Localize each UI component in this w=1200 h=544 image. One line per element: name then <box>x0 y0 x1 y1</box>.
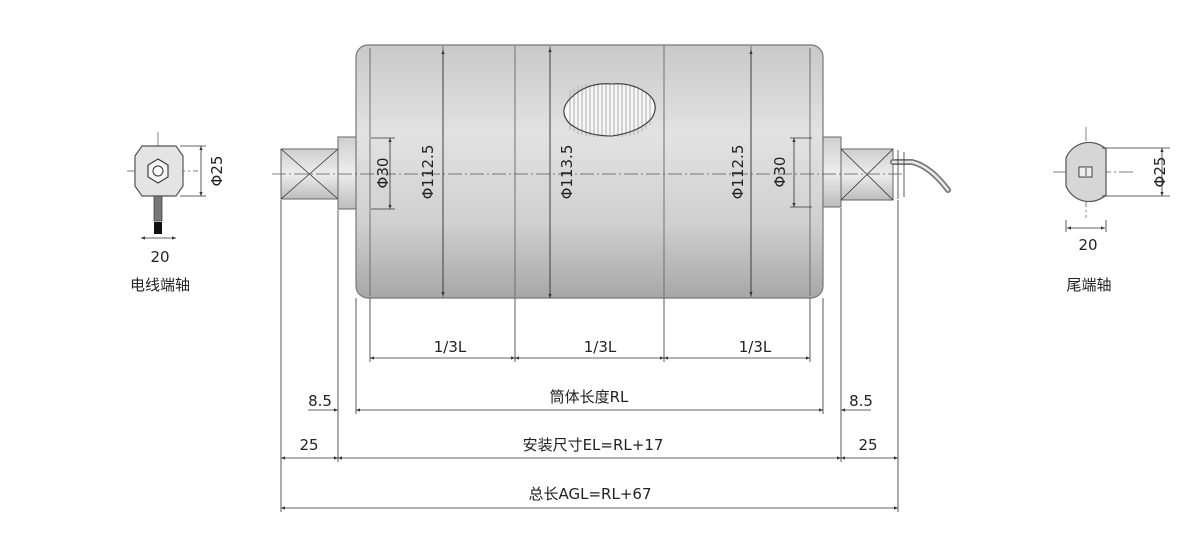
left-view-width-label: 20 <box>150 248 169 266</box>
left-hub <box>337 136 357 210</box>
roller-main-view: Φ30 Φ112.5 Φ113.5 Φ112.5 Φ30 <box>272 44 951 299</box>
right-end-view: Φ25 20 尾端轴 <box>1053 127 1170 294</box>
dim-third-2: 1/3L <box>584 338 617 356</box>
left-tube-dia-label: Φ112.5 <box>419 145 437 200</box>
left-shaft-dia-label: Φ30 <box>374 158 392 189</box>
right-hub <box>822 136 842 208</box>
center-tube-dia-label: Φ113.5 <box>558 145 576 200</box>
dim-offset-right: 8.5 <box>849 392 873 410</box>
length-dimensions: 1/3L 1/3L 1/3L 筒体长度RL 8.5 8.5 安装尺寸EL=RL+… <box>280 200 899 512</box>
right-tube-dia-label: Φ112.5 <box>729 145 747 200</box>
left-end-view: Φ25 20 电线端轴 <box>127 132 226 294</box>
left-view-caption: 电线端轴 <box>130 276 190 294</box>
dim-offset-left: 8.5 <box>308 392 332 410</box>
right-view-caption: 尾端轴 <box>1066 276 1111 294</box>
right-view-dia-label: Φ25 <box>1151 157 1169 188</box>
roller-tube <box>355 44 824 299</box>
dim-rl: 筒体长度RL <box>550 388 629 406</box>
dim-agl: 总长AGL=RL+67 <box>529 485 652 503</box>
dim-third-1: 1/3L <box>434 338 467 356</box>
right-view-width-label: 20 <box>1078 236 1097 254</box>
dim-end-left: 25 <box>299 436 318 454</box>
right-shaft-dia-label: Φ30 <box>771 157 789 188</box>
dim-third-3: 1/3L <box>739 338 772 356</box>
dim-el: 安装尺寸EL=RL+17 <box>523 436 664 454</box>
dim-end-right: 25 <box>858 436 877 454</box>
left-view-dia-label: Φ25 <box>208 156 226 187</box>
cutaway-window <box>563 83 656 137</box>
